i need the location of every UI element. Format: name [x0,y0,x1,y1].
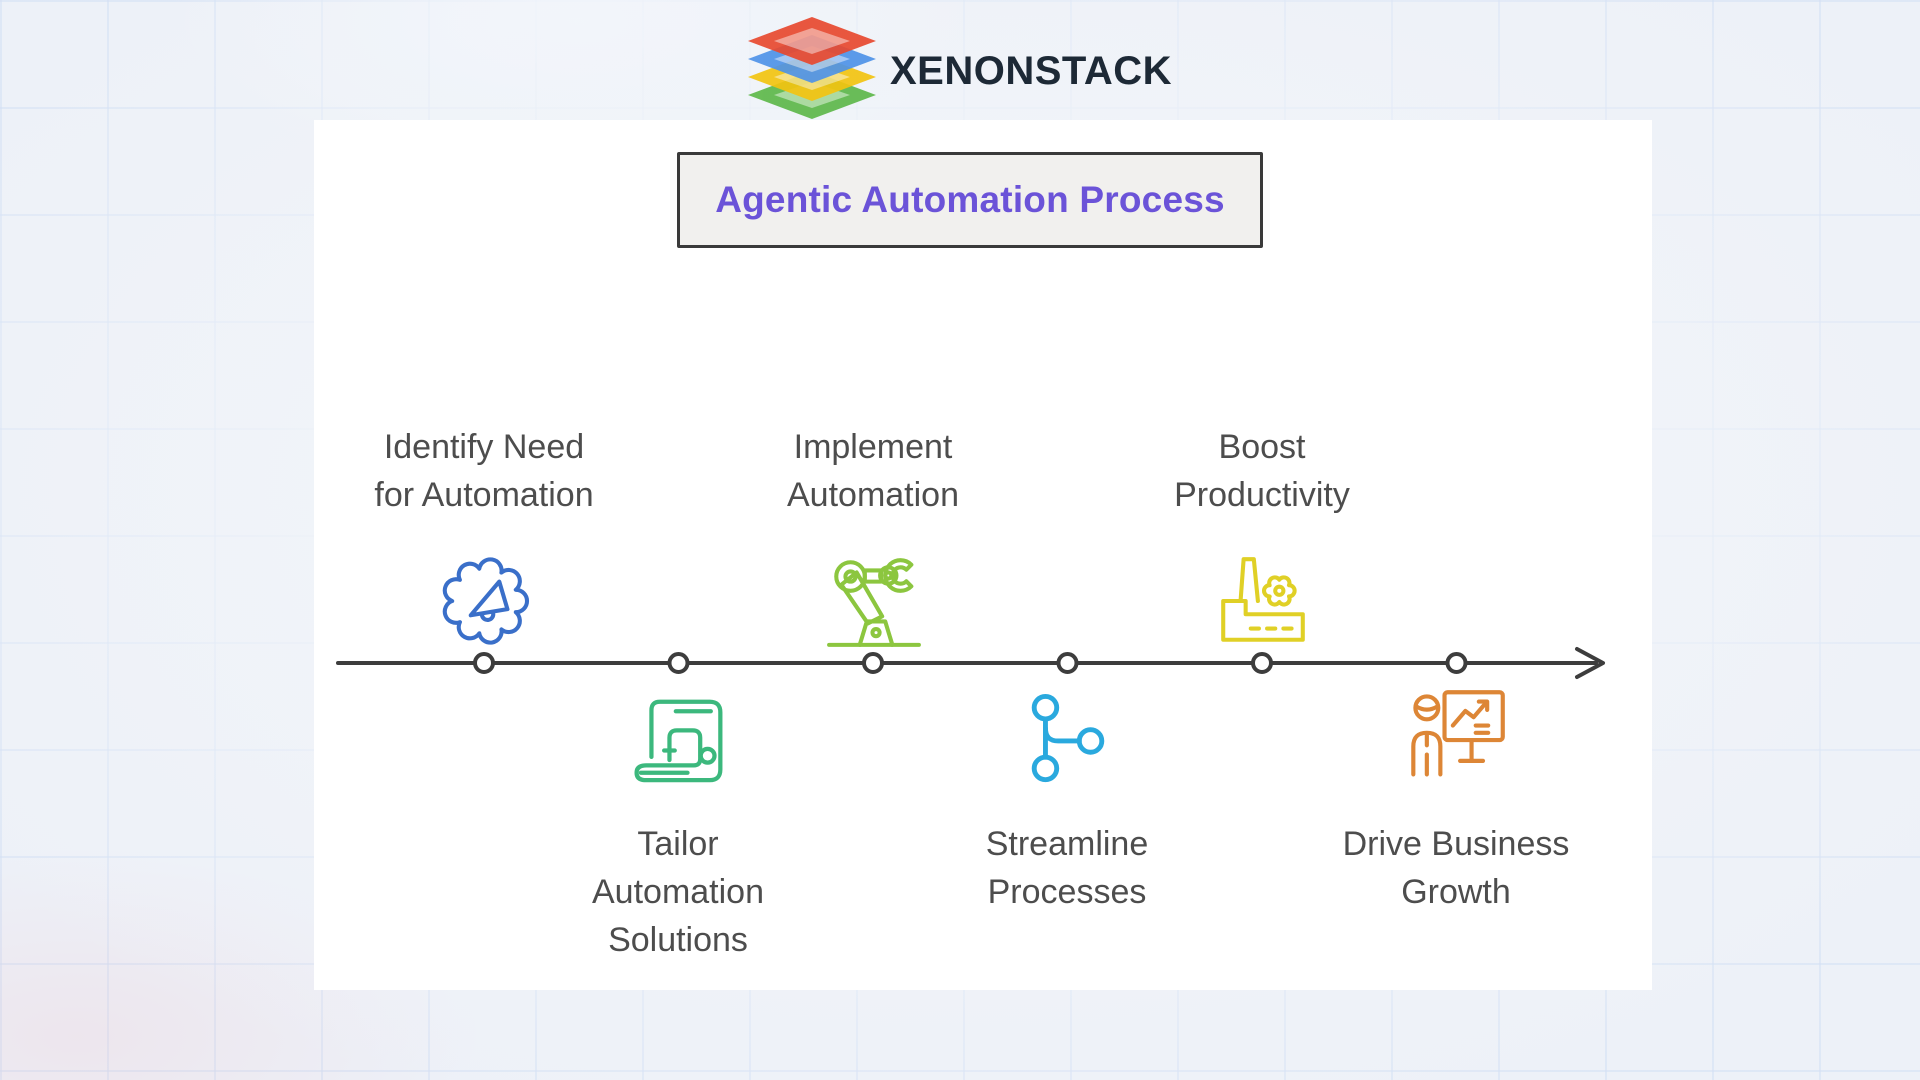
presenter-chart-icon [1405,682,1509,794]
robot-arm-icon [823,550,925,652]
diagram-panel: Agentic Automation Process Identify Need… [314,120,1652,990]
diagram-title-box: Agentic Automation Process [677,152,1263,248]
step-label-implement-automation: Implement Automation [787,428,959,514]
brand-name: XENONSTACK [889,49,1173,93]
step-label-tailor-solutions: Tailor Automation Solutions [592,825,764,959]
step-label-identify-need: Identify Need for Automation [374,428,594,514]
factory-icon [1212,550,1314,652]
timeline-arrow [336,647,1605,679]
sewing-machine-icon [626,686,732,798]
flow-branch-icon [1019,690,1117,790]
step-label-drive-growth: Drive Business Growth [1342,825,1570,911]
brand-logo: XENONSTACK [0,16,1920,120]
xenonstack-stack-icon [747,17,876,119]
diagram-title: Agentic Automation Process [715,179,1225,220]
gear-megaphone-icon [434,550,536,652]
step-label-boost-productivity: Boost Productivity [1174,428,1350,514]
step-label-streamline-processes: Streamline Processes [985,825,1149,911]
